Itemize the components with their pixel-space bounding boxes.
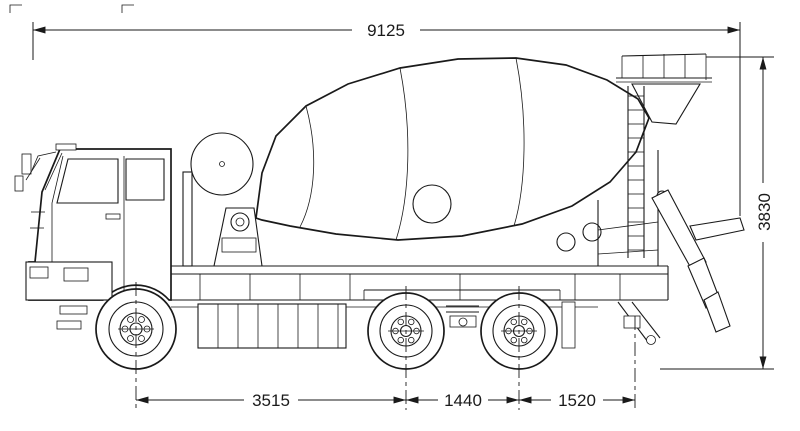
mirror-lower — [14, 175, 24, 192]
front-bumper — [25, 261, 113, 301]
dim-wheelbase-label: 3515 — [252, 391, 290, 410]
rear-platform-handrail — [616, 53, 712, 83]
dim-overall-length-label: 9125 — [367, 21, 405, 40]
water-tank — [190, 132, 254, 196]
dim-rear-overhang-label: 1520 — [558, 391, 596, 410]
dim-overall-length: 9125 — [32, 21, 741, 216]
side-mirrors — [14, 151, 57, 192]
dim-rear-axle-spacing-label: 1440 — [444, 391, 482, 410]
headlight — [29, 266, 49, 279]
windshield-edge — [44, 152, 63, 191]
sun-visor — [55, 143, 77, 151]
drum-front-pedestal — [213, 207, 263, 267]
license-plate — [63, 267, 89, 282]
rear-ladder — [627, 86, 645, 258]
dim-overall-height: 3830 — [660, 56, 774, 370]
mixer-drum — [255, 57, 650, 241]
rear-hitch-assembly — [617, 301, 661, 345]
bogie-suspension — [446, 305, 479, 328]
drum-manhole — [412, 184, 452, 224]
door-window — [56, 158, 119, 204]
dim-wheelbase: 3515 — [136, 391, 406, 410]
rear-fender — [363, 289, 561, 300]
drum-seam-2 — [395, 67, 409, 241]
door-handle — [105, 213, 121, 220]
cab-steps — [56, 305, 88, 330]
chute-extension — [689, 217, 745, 241]
corner-mark-1 — [9, 4, 22, 13]
door-front-seam — [51, 155, 64, 290]
drum-seam-3 — [513, 57, 525, 227]
rear-mudflap — [561, 301, 576, 349]
drum-rollers — [556, 222, 602, 252]
side-toolbox-subframe — [197, 303, 347, 349]
dim-rear-overhang: 1520 — [519, 391, 635, 410]
corner-mark-2 — [121, 4, 134, 13]
rear-quarter-window — [125, 158, 165, 201]
exhaust-stack — [182, 171, 193, 267]
charging-hopper — [631, 83, 701, 125]
mirror-upper — [21, 153, 32, 175]
dim-overall-height-label: 3830 — [755, 193, 774, 231]
discharge-chute — [651, 189, 745, 333]
axle-centerlines — [118, 282, 636, 410]
drum-seam-1 — [299, 105, 315, 228]
dim-rear-axle-spacing: 1440 — [406, 391, 519, 410]
